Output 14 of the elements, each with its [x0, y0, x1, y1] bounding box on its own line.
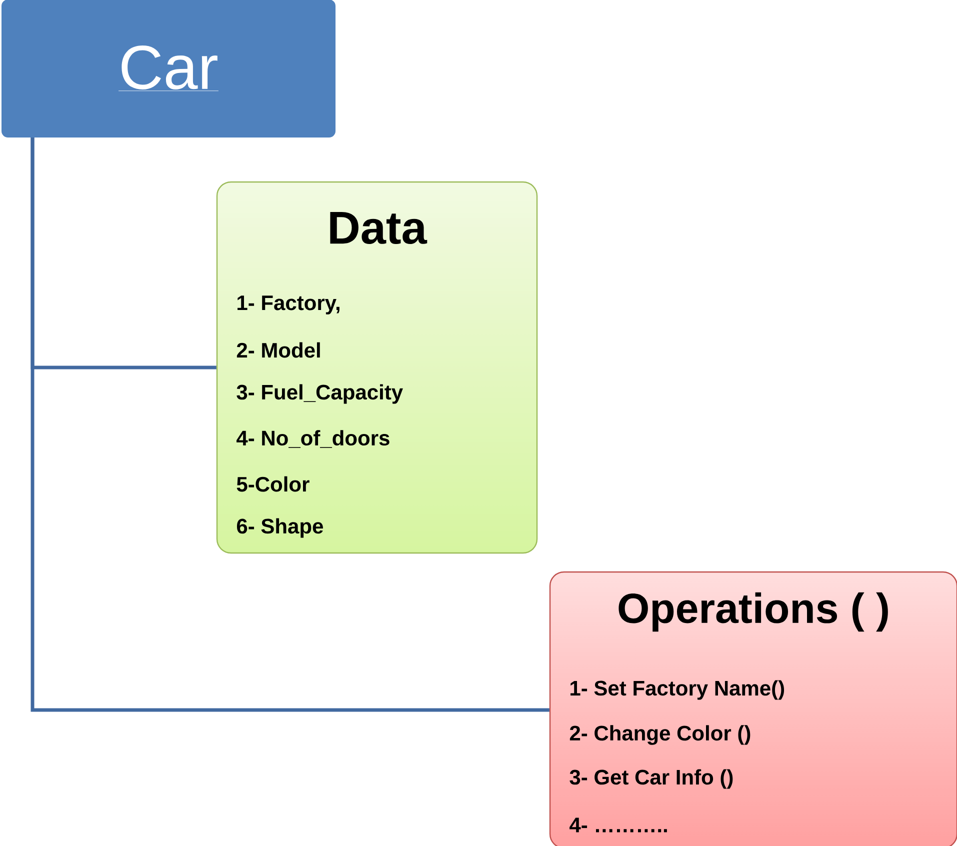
list-item: 4- ……….. — [570, 818, 667, 832]
list-item: 3- Fuel_Capacity — [236, 384, 403, 404]
connector-line — [30, 138, 550, 712]
class-box: Car — [2, 0, 336, 138]
list-item: 2- Change Color () — [570, 725, 750, 745]
list-item: 1- Set Factory Name() — [570, 680, 784, 700]
box-title: Data — [330, 212, 428, 244]
list-item: 4- No_of_doors — [236, 430, 390, 448]
list-item: 6- Shape — [236, 518, 323, 538]
box-title: Operations ( ) — [618, 592, 888, 632]
list-item: 3- Get Car Info () — [570, 769, 733, 789]
list-item: 5-Color — [236, 476, 310, 492]
list-item: 2- Model — [236, 342, 320, 358]
list-item: 1- Factory, — [238, 296, 340, 314]
